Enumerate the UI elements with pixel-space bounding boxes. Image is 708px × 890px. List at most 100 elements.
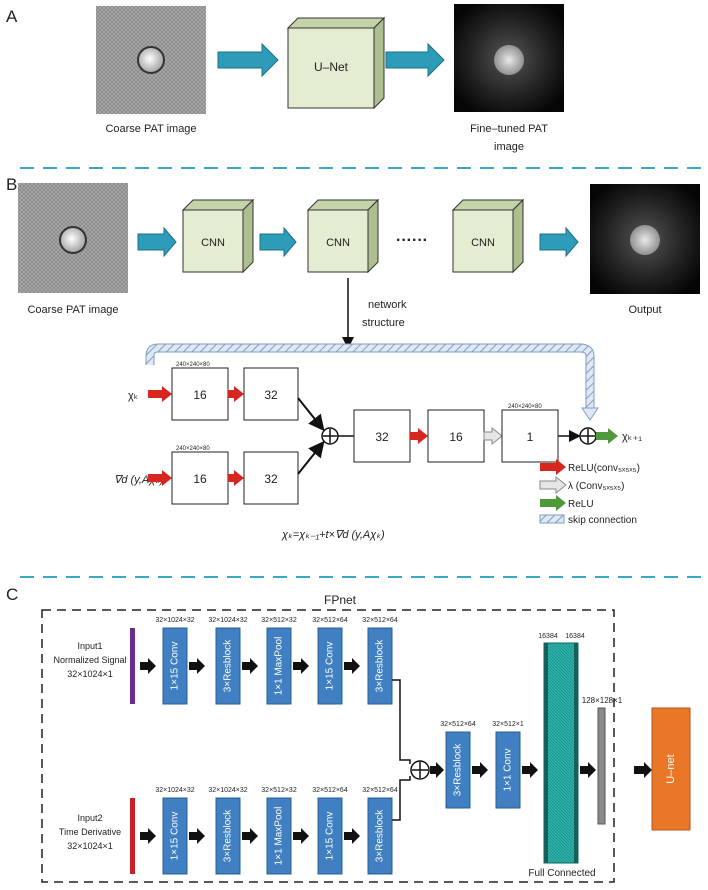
relu-arrow-3 xyxy=(148,470,172,486)
arrow-b3 xyxy=(539,226,579,258)
branch-top-connector xyxy=(392,679,411,764)
panel-c-letter: C xyxy=(6,585,18,604)
sum-node-c xyxy=(410,760,430,780)
block-bottom-1: 3×Resblock 32×1024×32 xyxy=(208,787,248,875)
lambda-arrow xyxy=(483,426,503,446)
reshape-dim: 128×128×1 xyxy=(582,696,623,705)
full-connected-block xyxy=(543,642,579,864)
svg-text:32: 32 xyxy=(375,430,389,444)
block-bottom-1-label: 3×Resblock xyxy=(223,809,234,863)
arrow-top-0 xyxy=(140,658,156,674)
svg-text:1: 1 xyxy=(527,430,534,444)
block-bottom-4-dim: 32×512×64 xyxy=(362,787,398,794)
branch-input2: 1×15 Conv 32×1024×323×Resblock 32×1024×32 1… xyxy=(140,787,398,875)
relu-output-arrow xyxy=(596,428,618,444)
merge-block-0-dim: 32×512×64 xyxy=(440,721,476,728)
arrow-bottom-4 xyxy=(344,828,360,844)
arrow-a1 xyxy=(217,42,279,78)
cnn-label-2: CNN xyxy=(326,237,350,249)
block-bottom-2-label: 1×1 MaxPool xyxy=(274,807,285,866)
block-bottom-4-label: 3×Resblock xyxy=(375,809,386,863)
output-caption-a-1: Fine–tuned PAT xyxy=(470,123,548,135)
block-top-1: 3×Resblock 32×1024×32 xyxy=(208,617,248,705)
cnn-label-1: CNN xyxy=(201,237,225,249)
arrow-a2 xyxy=(385,42,445,78)
update-formula: χₖ=χₖ₋₁+t×∇d (y,Aχₖ) xyxy=(281,529,385,541)
block-bottom-2-dim: 32×512×32 xyxy=(261,787,297,794)
legend-swatch-relu-conv xyxy=(540,459,566,475)
block-top-1-dim: 32×1024×32 xyxy=(208,617,247,624)
legend-swatch-skip xyxy=(539,514,565,524)
relu-arrow-5 xyxy=(410,428,428,444)
dim-label-output: 240×240×80 xyxy=(508,404,542,410)
arrow-top-2 xyxy=(242,658,258,674)
input1-line2: Normalized Signal xyxy=(53,655,126,665)
merge-block-1: 1×1 Conv 32×512×1 xyxy=(492,721,524,809)
block-bottom-0-label: 1×15 Conv xyxy=(170,812,181,861)
relu-arrow-1 xyxy=(148,386,172,402)
input1-bar xyxy=(130,628,135,704)
arrow-bottom-2 xyxy=(242,828,258,844)
box-32-merged xyxy=(353,409,411,463)
output-caption-a-2: image xyxy=(494,141,524,153)
block-top-4-label: 3×Resblock xyxy=(375,639,386,693)
arrow-top-3 xyxy=(293,658,309,674)
block-bottom-2: 1×1 MaxPool 32×512×32 xyxy=(261,787,297,875)
box-32-bottom xyxy=(243,451,299,505)
arrow-merge-2 xyxy=(522,762,538,778)
merge-block-0: 3×Resblock 32×512×64 xyxy=(440,721,476,809)
legend-swatch-relu xyxy=(540,495,566,511)
block-bottom-4: 3×Resblock 32×512×64 xyxy=(362,787,398,875)
svg-text:32: 32 xyxy=(264,472,278,486)
merge-arrow-bottom xyxy=(297,440,325,475)
arrow-top-4 xyxy=(344,658,360,674)
block-top-3-dim: 32×512×64 xyxy=(312,617,348,624)
merge-block-1-label: 1×1 Conv xyxy=(503,748,514,791)
block-bottom-1-dim: 32×1024×32 xyxy=(208,787,247,794)
fc-dim-2: 16384 xyxy=(565,633,585,640)
dim-label-top: 240×240×80 xyxy=(176,362,210,368)
merge-blocks: 3×Resblock 32×512×64 1×1 Conv 32×512×1 xyxy=(440,721,538,809)
fc-dim-1: 16384 xyxy=(538,633,558,640)
merge-block-0-label: 3×Resblock xyxy=(453,743,464,797)
svg-text:16: 16 xyxy=(193,388,207,402)
cnn-box-1 xyxy=(181,198,255,274)
input2-line1: Input2 xyxy=(77,813,102,823)
block-top-3-label: 1×15 Conv xyxy=(325,642,336,691)
block-top-4-dim: 32×512×64 xyxy=(362,617,398,624)
arrow-b2 xyxy=(259,226,297,258)
fc-label: Full Connected xyxy=(528,868,595,879)
merge-block-1-dim: 32×512×1 xyxy=(492,721,524,728)
cnn-box-3 xyxy=(451,198,525,274)
arrow-bottom-1 xyxy=(189,828,205,844)
legend-lambda-conv: λ (Conv₅ₓ₅ₓ₅) xyxy=(568,481,624,492)
block-top-1-label: 3×Resblock xyxy=(223,639,234,693)
legend-relu-conv: ReLU(conv₅ₓ₅ₓ₅) xyxy=(568,463,640,474)
block-top-4: 3×Resblock 32×512×64 xyxy=(362,617,398,705)
panel-b-letter: B xyxy=(6,175,17,194)
box-1 xyxy=(501,409,559,463)
sum-node-1 xyxy=(321,427,339,445)
box-16-top xyxy=(171,367,229,421)
fine-tuned-pat-image xyxy=(454,4,564,112)
output-caption-b: Output xyxy=(628,304,661,316)
legend-relu: ReLU xyxy=(568,499,594,510)
unet-label-c: U–net xyxy=(665,754,677,783)
svg-text:32: 32 xyxy=(264,388,278,402)
arrow-bottom-3 xyxy=(293,828,309,844)
relu-arrow-2 xyxy=(228,386,244,402)
input2-line2: Time Derivative xyxy=(59,827,121,837)
dim-label-bottom: 240×240×80 xyxy=(176,446,210,452)
unet-box-a xyxy=(286,16,386,110)
input2-line3: 32×1024×1 xyxy=(67,841,113,851)
arrow-merge-1 xyxy=(472,762,488,778)
cnn-box-2 xyxy=(306,198,380,274)
block-bottom-3-label: 1×15 Conv xyxy=(325,812,336,861)
arrow-top-1 xyxy=(189,658,205,674)
arrow-bottom-0 xyxy=(140,828,156,844)
